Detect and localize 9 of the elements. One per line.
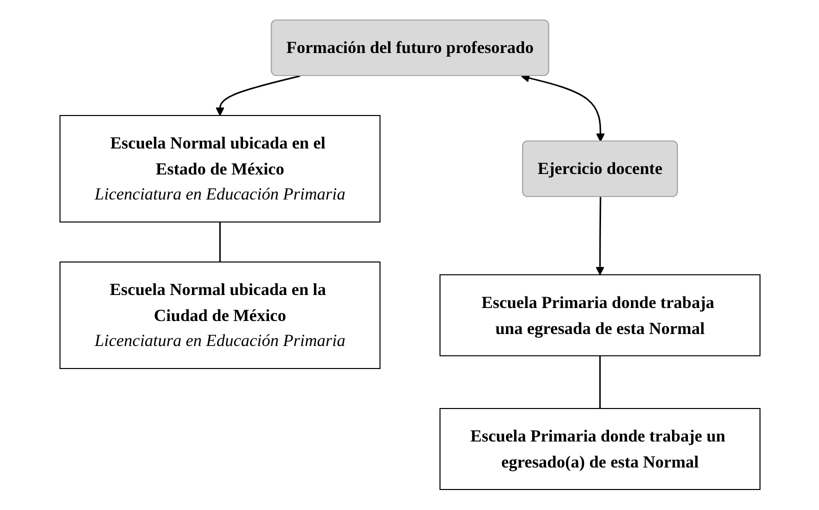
node-box: Escuela Normal ubicada en el Estado de México Licenciatura en Educación Primaria	[59, 115, 380, 223]
node-box: Escuela Primaria donde trabaje un egresado(a) de esta Normal	[439, 408, 760, 490]
node-box: Escuela Primaria donde trabaja una egresada de esta Normal	[439, 274, 760, 356]
arrow	[520, 74, 604, 142]
connector	[598, 356, 600, 409]
arrow	[595, 197, 604, 276]
node-box: Escuela Normal ubicada en la Ciudad de México Licenciatura en Educación Primaria	[59, 262, 380, 370]
arrow	[215, 76, 300, 116]
connector	[218, 222, 220, 262]
